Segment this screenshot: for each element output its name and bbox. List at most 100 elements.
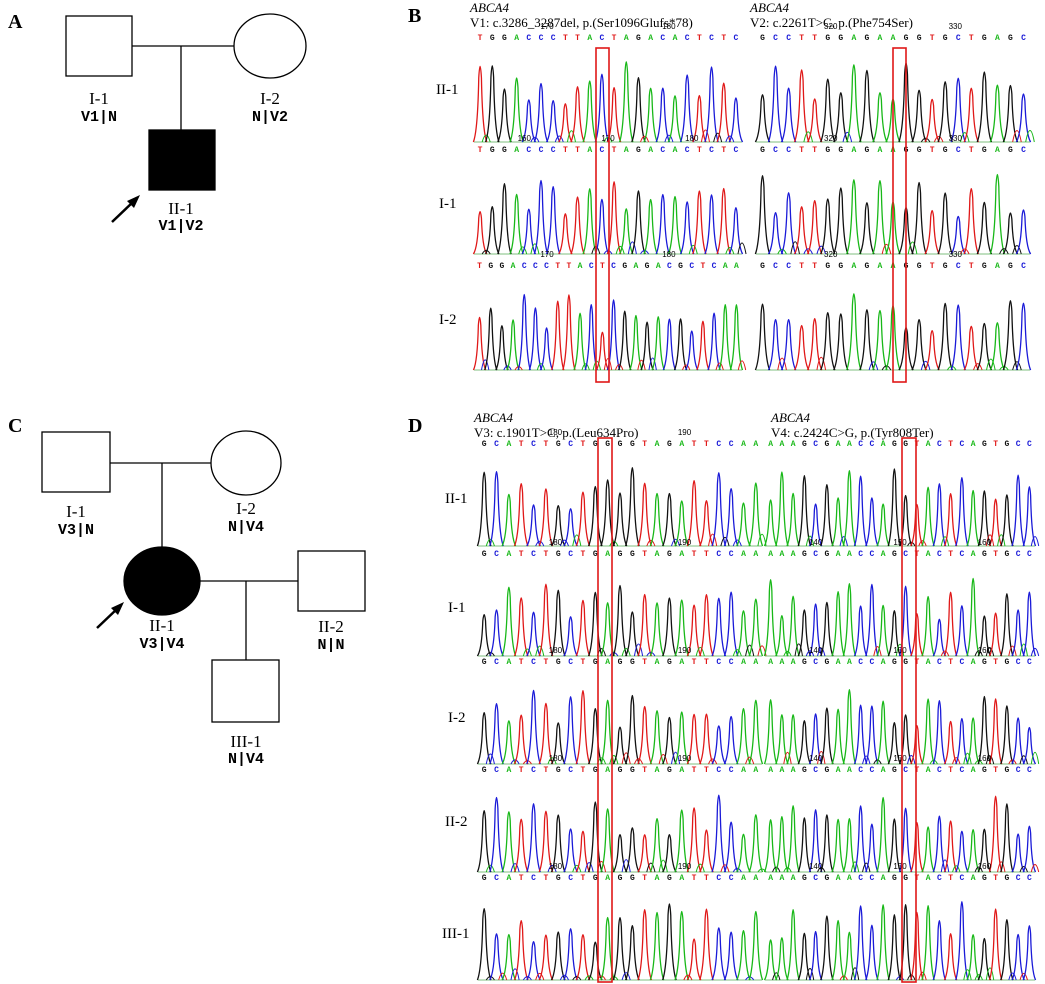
base-call: G — [892, 440, 897, 449]
trace-peak — [775, 815, 789, 873]
position-label: 150 — [893, 754, 907, 763]
trace-peak — [872, 92, 888, 143]
base-call: T — [642, 440, 647, 449]
trace-noise — [572, 864, 582, 873]
base-call: G — [864, 146, 869, 155]
base-call: A — [655, 550, 660, 559]
base-call: G — [838, 34, 843, 43]
base-call: G — [482, 440, 487, 449]
trace-peak — [728, 97, 744, 143]
trace-peak — [786, 714, 800, 765]
trace-noise — [986, 358, 996, 371]
base-call: G — [1004, 874, 1009, 883]
panel-b-letter: B — [408, 5, 421, 27]
base-call: A — [779, 440, 784, 449]
base-call: G — [667, 550, 672, 559]
base-call: C — [869, 550, 874, 559]
trace-noise — [615, 364, 624, 371]
base-call: A — [768, 440, 773, 449]
trace-noise — [554, 135, 564, 143]
pedigree-a-ii1-genotype: V1|V2 — [158, 218, 203, 235]
base-call: G — [943, 262, 948, 271]
base-call: G — [982, 874, 987, 883]
trace-peak — [963, 87, 980, 143]
base-call: C — [734, 34, 739, 43]
trace-peak — [612, 834, 628, 873]
base-call: C — [813, 440, 818, 449]
trace-noise — [868, 361, 879, 371]
trace-peak — [521, 99, 537, 143]
base-call: G — [892, 874, 897, 883]
base-call: G — [622, 262, 627, 271]
base-call: T — [575, 34, 580, 43]
trace-noise — [720, 536, 730, 547]
trace-noise — [682, 364, 691, 371]
base-call: C — [1021, 146, 1026, 155]
base-call: A — [768, 766, 773, 775]
trace-noise — [907, 241, 918, 255]
trace-peak — [649, 818, 665, 873]
trace-noise — [918, 540, 927, 547]
trace-noise — [1019, 643, 1028, 657]
trace-peak — [723, 591, 739, 657]
base-call: A — [673, 146, 678, 155]
trace-noise — [985, 755, 995, 765]
trace-peak — [600, 602, 616, 657]
trace-noise — [485, 651, 495, 657]
trace-peak — [988, 498, 1003, 547]
base-call: G — [593, 440, 598, 449]
trace-peak — [748, 814, 764, 873]
trace-peak — [977, 937, 992, 981]
trace-peak — [786, 492, 800, 547]
trace-peak — [820, 814, 834, 873]
trace-peak — [587, 941, 603, 981]
trace-peak — [797, 609, 812, 657]
base-call: C — [709, 34, 714, 43]
base-call: A — [656, 262, 661, 271]
trace-peak — [679, 74, 695, 143]
base-call: A — [779, 550, 784, 559]
position-label: 160 — [978, 646, 992, 655]
trace-peak — [943, 720, 958, 765]
trace-peak — [1011, 717, 1025, 765]
trace-noise — [559, 539, 569, 547]
trace-peak — [612, 492, 628, 547]
trace-peak — [476, 614, 492, 657]
trace-noise — [566, 130, 576, 143]
position-label: 330 — [949, 250, 963, 259]
base-call: G — [618, 440, 623, 449]
base-call: A — [926, 550, 931, 559]
base-call: C — [858, 550, 863, 559]
pedigree-c-lines — [110, 462, 298, 660]
base-call: G — [482, 658, 487, 667]
base-call: C — [494, 658, 499, 667]
trace-peak — [575, 599, 591, 657]
trace-peak — [729, 304, 744, 371]
trace-peak — [955, 605, 969, 657]
trace-peak — [932, 618, 947, 657]
base-call: T — [563, 146, 568, 155]
trace-noise — [963, 969, 972, 981]
trace-peak — [649, 602, 665, 657]
trace-peak — [853, 605, 868, 657]
base-call: T — [519, 874, 524, 883]
trace-noise — [1030, 647, 1040, 657]
pedigree-a-ii1-square — [148, 129, 216, 191]
trace-peak — [963, 187, 980, 255]
trace-noise — [817, 867, 826, 873]
base-call: C — [858, 440, 863, 449]
trace-noise — [559, 974, 569, 981]
base-call: C — [959, 658, 964, 667]
base-call: G — [917, 34, 922, 43]
trace-peak — [513, 482, 529, 547]
trace-peak — [786, 908, 800, 981]
base-call: G — [903, 658, 908, 667]
trace-peak — [673, 318, 688, 371]
trace-noise — [480, 359, 490, 371]
trace-noise — [535, 645, 545, 657]
base-call: T — [544, 440, 549, 449]
pedigree-a-i1-square — [65, 15, 133, 77]
trace-noise — [485, 975, 495, 981]
